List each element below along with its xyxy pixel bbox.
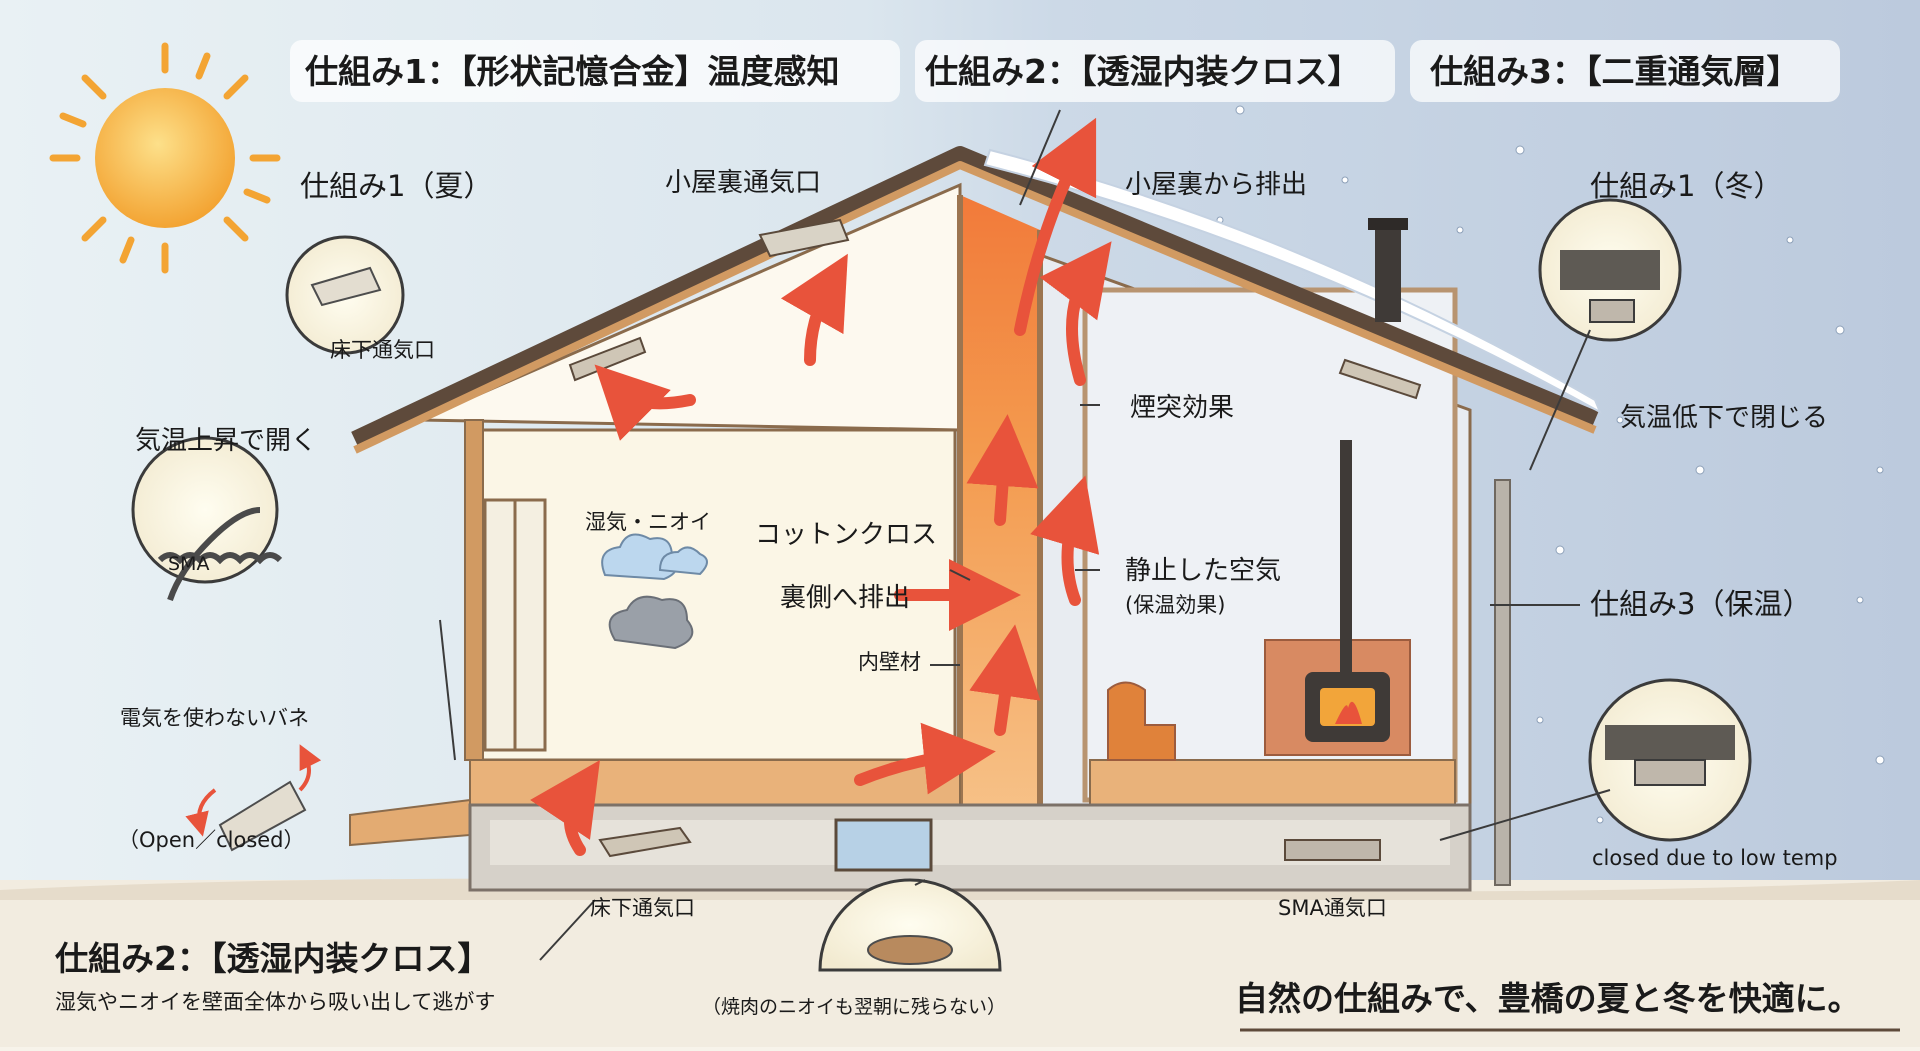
header-pill-1 xyxy=(290,40,900,102)
header-mech3: 仕組み3：【二重通気層】 xyxy=(1430,52,1800,91)
label-underfloor-vent: 床下通気口 xyxy=(590,896,695,920)
summer-room xyxy=(478,428,957,762)
underfloor-opening xyxy=(834,818,933,872)
bottom-mech2-desc: 湿気やニオイを壁面全体から吸い出して逃がす xyxy=(55,990,496,1014)
label-sma: SMA xyxy=(168,553,210,575)
label-closes-when-cold: 気温低下で閉じる xyxy=(1620,403,1829,433)
inset-sma-spring xyxy=(131,436,279,584)
header-mech1: 仕組み1：【形状記憶合金】温度感知 xyxy=(305,52,840,91)
label-humidity-odor: 湿気・ニオイ xyxy=(585,510,711,534)
label-yakiniku-note: （焼肉のニオイも翌朝に残らない） xyxy=(702,996,1007,1018)
label-attic-vent: 小屋裏通気口 xyxy=(665,168,822,198)
sofa xyxy=(1107,681,1176,761)
airflow-arrows xyxy=(530,117,1112,856)
inset-yakiniku xyxy=(818,878,1002,972)
label-cotton-cloth: コットンクロス xyxy=(755,520,938,550)
sma-vent-shape xyxy=(1284,839,1381,861)
label-still-air: 静止した空気 xyxy=(1125,556,1282,586)
cloud-icon xyxy=(601,533,708,581)
tagline: 自然の仕組みで、豊橋の夏と冬を快適に。 xyxy=(1235,979,1861,1018)
vent-icon xyxy=(568,218,1422,400)
roof xyxy=(351,146,1599,449)
label-insulation-effect: (保温効果) xyxy=(1125,593,1226,617)
open-closed-vent xyxy=(218,780,307,852)
winter-floor xyxy=(1089,759,1456,806)
label-exhaust-back: 裏側へ排出 xyxy=(780,583,911,613)
label-inner-wall: 内壁材 xyxy=(858,650,921,674)
snowflake-icon xyxy=(1216,105,1885,824)
sun-icon xyxy=(49,42,281,274)
spring-icon xyxy=(157,507,283,601)
underfloor-vent-shape xyxy=(598,826,692,858)
label-open-closed: （Open／closed） xyxy=(118,828,305,852)
header-mech2: 仕組み2：【透湿内装クロス】 xyxy=(925,52,1361,91)
label-mech3-insulation: 仕組み3（保温） xyxy=(1590,587,1812,621)
label-opens-when-warm: 気温上昇で開く xyxy=(135,426,318,456)
label-spring-no-power: 電気を使わないバネ xyxy=(120,706,309,730)
label-stack-effect: 煙突効果 xyxy=(1130,393,1235,423)
leader-lines xyxy=(439,109,1611,961)
label-mech1-summer: 仕組み1（夏） xyxy=(300,169,493,203)
chimney-icon xyxy=(1368,218,1408,322)
stove-icon xyxy=(1305,440,1390,742)
bottom-mech2-title: 仕組み2：【透湿内装クロス】 xyxy=(55,939,491,978)
label-underfloor-vent-inset: 床下通気口 xyxy=(330,338,435,362)
label-sma-vent: SMA通気口 xyxy=(1278,896,1387,920)
header-pill-2 xyxy=(915,40,1395,102)
label-mech1-winter: 仕組み1（冬） xyxy=(1590,169,1783,203)
label-closed-low-temp: closed due to low temp xyxy=(1592,846,1838,870)
odor-cloud xyxy=(608,595,694,650)
header-pill-3 xyxy=(1410,40,1840,102)
label-attic-exhaust: 小屋裏から排出 xyxy=(1125,170,1308,200)
